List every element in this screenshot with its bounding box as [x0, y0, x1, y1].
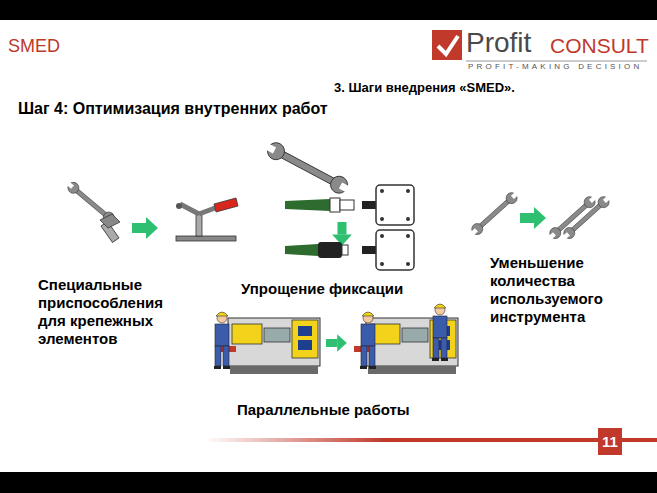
slide-heading: Шаг 4: Оптимизация внутренних работ [18, 100, 328, 118]
worker [360, 312, 376, 369]
logo-tagline: PROFIT-MAKING DECISION [468, 62, 642, 72]
page-number: 11 [602, 433, 618, 450]
page-number-box: 11 [598, 428, 622, 455]
logo-mark [432, 30, 462, 60]
step-caption: Уменьшение количества используемого инст… [490, 254, 640, 326]
section-tag: SMED [8, 36, 60, 58]
green-arrow [326, 334, 347, 352]
logo-word: Profit [466, 26, 531, 60]
toggle-clamp [176, 198, 238, 241]
step-caption: Упрощение фиксации [241, 280, 403, 298]
wrench [561, 194, 613, 242]
machine [216, 318, 320, 374]
logo-word: CONSULT [550, 33, 649, 58]
green-arrow [132, 217, 158, 239]
worker [214, 312, 230, 369]
logo-rule [466, 61, 647, 62]
worker [432, 304, 448, 361]
bottom-bar [0, 472, 657, 493]
logo-check [438, 36, 458, 54]
green-arrow [520, 207, 546, 229]
bolt [100, 214, 120, 242]
wrench [263, 139, 352, 197]
connector-before [285, 185, 414, 225]
connector-after [285, 230, 414, 270]
footer-rule [205, 438, 657, 442]
wrench [469, 190, 521, 238]
top-bar [0, 0, 657, 20]
section-subtitle: 3. Шаги внедрения «SMED». [334, 80, 515, 96]
step-caption: Специальные приспособления для крепежных… [38, 276, 188, 348]
green-arrow [332, 222, 352, 245]
step-caption: Параллельные работы [237, 401, 410, 419]
